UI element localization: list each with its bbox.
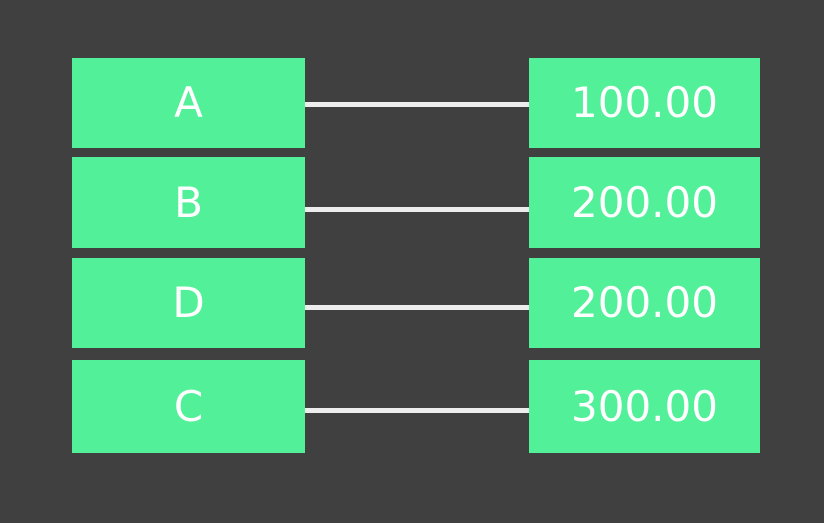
sankey-node-source-b[interactable]: B [72,157,305,248]
sankey-node-target-1[interactable]: 100.00 [529,58,760,148]
sankey-link[interactable] [305,207,529,212]
node-label: 200.00 [571,177,718,227]
sankey-node-target-3[interactable]: 200.00 [529,258,760,348]
sankey-node-source-c[interactable]: C [72,360,305,453]
node-label: 100.00 [571,78,718,127]
sankey-link[interactable] [305,102,529,107]
node-label: B [174,177,203,227]
node-label: A [174,78,203,127]
node-label: D [172,278,205,327]
sankey-link[interactable] [305,408,529,413]
node-label: 300.00 [571,381,718,431]
node-label: 200.00 [571,278,718,327]
sankey-node-target-4[interactable]: 300.00 [529,360,760,453]
sankey-link[interactable] [305,305,529,310]
node-label: C [173,381,204,431]
sankey-node-target-2[interactable]: 200.00 [529,157,760,248]
sankey-node-source-d[interactable]: D [72,258,305,348]
sankey-node-source-a[interactable]: A [72,58,305,148]
